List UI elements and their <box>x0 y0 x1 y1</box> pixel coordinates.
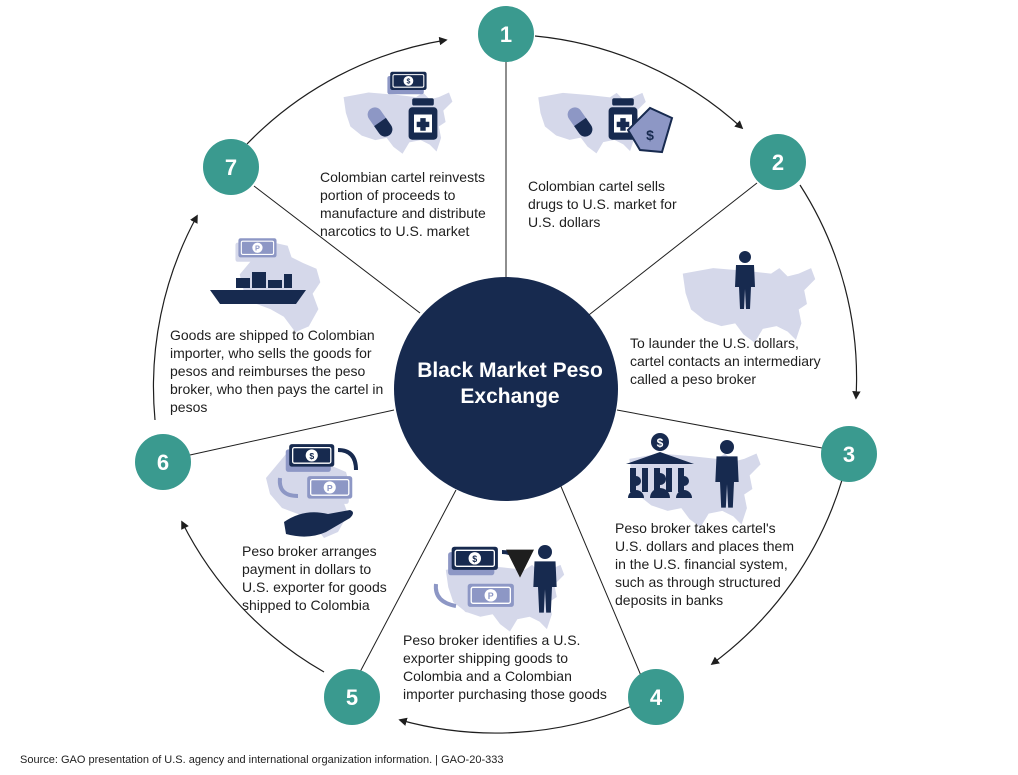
step-6-number: 6 <box>157 450 169 475</box>
step-6-text: Goods are shipped to Colombian importer,… <box>170 327 384 415</box>
step-1-badge: 1 <box>478 6 534 62</box>
arrow-1-to-2 <box>534 35 744 130</box>
step-5-badge: 5 <box>324 669 380 725</box>
arrow-6-to-7 <box>152 214 198 421</box>
step-5-number: 5 <box>346 685 358 710</box>
peso-bill-icon <box>463 583 515 613</box>
spoke-2 <box>584 182 758 319</box>
step-2-number: 2 <box>772 150 784 175</box>
peso-bill-icon <box>303 475 353 505</box>
source-note: Source: GAO presentation of U.S. agency … <box>20 754 504 766</box>
dollar-bill-icon <box>386 71 428 95</box>
step-5-illustration <box>266 443 358 538</box>
step-2-illustration <box>682 251 816 343</box>
cycle-arrows <box>152 35 861 734</box>
center-title: Black Market Peso Exchange <box>417 359 603 408</box>
medicine-bottle-icon <box>408 98 438 140</box>
step-7-badge: 7 <box>203 139 259 195</box>
step-6-illustration <box>210 237 321 333</box>
center-circle <box>394 277 618 501</box>
step-4-number: 4 <box>650 685 663 710</box>
step-4-illustration <box>433 545 565 632</box>
arrow-3-to-4 <box>710 479 843 665</box>
spoke-4 <box>556 476 643 679</box>
spoke-7 <box>253 185 421 314</box>
spoke-3 <box>616 409 823 449</box>
step-6-badge: 6 <box>135 434 191 490</box>
step-3-badge: 3 <box>821 426 877 482</box>
arrow-4-to-5 <box>398 705 633 734</box>
arrow-5-to-6 <box>181 520 325 673</box>
step-5-text: Peso broker arranges payment in dollars … <box>242 543 387 613</box>
step-3-illustration: $ <box>626 433 761 528</box>
us-map-icon <box>629 453 761 528</box>
group-icon <box>628 473 692 498</box>
step-7-illustration <box>343 71 453 154</box>
spoke-6 <box>189 409 395 456</box>
cargo-ship-icon <box>210 272 306 304</box>
step-1-illustration: $ <box>538 92 674 154</box>
dollar-bill-icon <box>447 546 499 576</box>
svg-text:$: $ <box>657 436 664 450</box>
spoke-5 <box>359 489 457 673</box>
arrow-2-to-3 <box>799 184 861 400</box>
step-2-badge: 2 <box>750 134 806 190</box>
hand-icon <box>284 510 353 537</box>
step-3-number: 3 <box>843 442 855 467</box>
peso-bill-icon <box>234 237 278 263</box>
spokes <box>189 62 823 679</box>
step-4-text: Peso broker identifies a U.S. exporter s… <box>403 632 607 702</box>
arrow-7-to-1 <box>246 36 448 145</box>
step-1-number: 1 <box>500 22 512 47</box>
step-2-text: To launder the U.S. dollars, cartel cont… <box>630 335 821 387</box>
svg-text:$: $ <box>646 127 654 143</box>
dollar-bill-icon <box>285 443 335 473</box>
step-7-text: Colombian cartel reinvests portion of pr… <box>320 169 486 239</box>
step-4-badge: 4 <box>628 669 684 725</box>
step-7-number: 7 <box>225 155 237 180</box>
step-3-text: Peso broker takes cartel's U.S. dollars … <box>615 520 794 608</box>
price-tag-icon: $ <box>626 106 674 154</box>
step-1-text: Colombian cartel sells drugs to U.S. mar… <box>528 178 677 230</box>
